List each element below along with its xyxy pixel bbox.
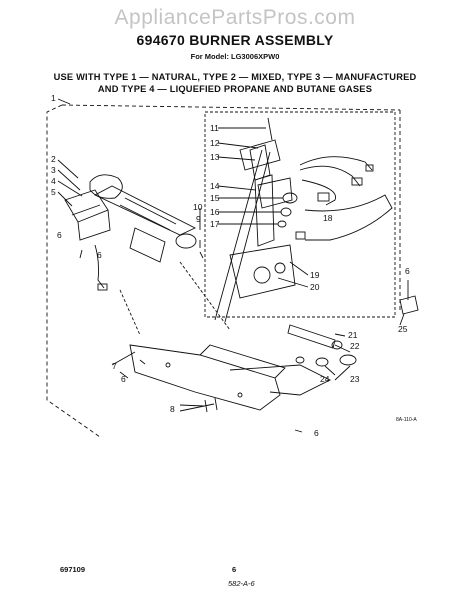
callout-6: 6 bbox=[97, 250, 102, 260]
callout-6: 6 bbox=[121, 374, 126, 384]
screw bbox=[119, 371, 129, 379]
callout-8: 8 bbox=[170, 404, 175, 414]
callout-6: 6 bbox=[57, 230, 62, 240]
callout-22: 22 bbox=[350, 341, 360, 351]
callout-25: 25 bbox=[398, 324, 408, 334]
callout-11: 11 bbox=[210, 123, 219, 133]
callout-24: 24 bbox=[320, 374, 330, 384]
mounting-bracket bbox=[129, 344, 332, 411]
valve-group-box bbox=[204, 111, 396, 318]
model-line: For Model: LG3006XPW0 bbox=[190, 52, 280, 61]
igniter-lead bbox=[94, 244, 105, 289]
callout-2: 2 bbox=[51, 154, 56, 164]
page-number: 6 bbox=[232, 565, 237, 574]
callout-6: 6 bbox=[405, 266, 410, 276]
callout-1: 1 bbox=[51, 93, 56, 103]
handwritten-note: 582-A-6 bbox=[228, 579, 255, 588]
wire-harness bbox=[295, 156, 393, 241]
usage-line-2: AND TYPE 4 — LIQUEFIED PROPANE AND BUTAN… bbox=[97, 84, 373, 94]
callout-16: 16 bbox=[210, 207, 220, 217]
callout-labels: 1 2 3 4 5 6 6 7 8 9 10 11 12 13 14 15 16… bbox=[51, 93, 417, 438]
callout-4: 4 bbox=[51, 176, 56, 186]
callout-14: 14 bbox=[210, 181, 220, 191]
callout-6: 6 bbox=[314, 428, 319, 438]
figure-code: 8A-110-A bbox=[396, 417, 417, 423]
heat-shield bbox=[129, 227, 166, 263]
callout-20: 20 bbox=[310, 282, 320, 292]
orifice-fitting bbox=[339, 354, 357, 366]
document-number: 697109 bbox=[60, 565, 86, 574]
gas-valve bbox=[214, 139, 296, 323]
clamp bbox=[399, 295, 419, 315]
callout-23: 23 bbox=[350, 374, 360, 384]
callout-9: 9 bbox=[196, 214, 201, 224]
callout-3: 3 bbox=[51, 165, 56, 175]
callout-10: 10 bbox=[193, 202, 203, 212]
usage-line-1: USE WITH TYPE 1 — NATURAL, TYPE 2 — MIXE… bbox=[53, 72, 417, 82]
valve-coil bbox=[282, 192, 298, 204]
burner-tube bbox=[89, 174, 197, 249]
gas-pipe bbox=[287, 324, 336, 349]
callout-19: 19 bbox=[310, 270, 320, 280]
callout-5: 5 bbox=[51, 187, 56, 197]
callout-15: 15 bbox=[210, 193, 220, 203]
site-watermark: AppliancePartsPros.com bbox=[114, 6, 356, 29]
callout-17: 17 bbox=[210, 219, 220, 229]
callout-12: 12 bbox=[210, 138, 220, 148]
assembly-frame bbox=[46, 104, 101, 438]
callout-18: 18 bbox=[323, 213, 333, 223]
screw bbox=[267, 117, 273, 141]
air-shutter bbox=[64, 189, 111, 241]
callout-21: 21 bbox=[348, 330, 358, 340]
page-title: 694670 BURNER ASSEMBLY bbox=[136, 32, 334, 48]
callout-7: 7 bbox=[112, 361, 117, 371]
callout-13: 13 bbox=[210, 152, 220, 162]
